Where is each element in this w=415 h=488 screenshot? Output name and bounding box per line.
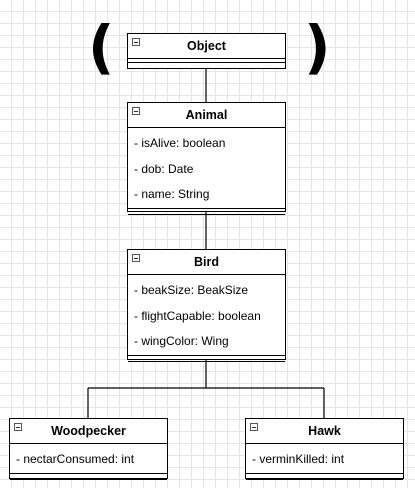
class-hawk-methods-divider bbox=[246, 472, 403, 480]
class-bird-methods-divider bbox=[128, 354, 285, 362]
class-woodpecker-attributes: - nectarConsumed: int bbox=[10, 447, 167, 473]
class-animal-name: Animal bbox=[185, 108, 228, 122]
left-parenthesis: ( bbox=[88, 13, 115, 81]
attribute[interactable]: - name: String bbox=[134, 187, 210, 201]
class-animal-header[interactable]: Animal bbox=[128, 103, 285, 128]
class-bird-attributes: - beakSize: BeakSize - flightCapable: bo… bbox=[128, 278, 285, 355]
collapse-icon[interactable] bbox=[132, 107, 140, 115]
collapse-icon[interactable] bbox=[132, 38, 140, 46]
class-animal-methods-divider bbox=[128, 207, 285, 215]
class-hawk[interactable]: Hawk - verminKilled: int bbox=[245, 418, 404, 480]
class-object-name: Object bbox=[187, 39, 226, 53]
class-bird[interactable]: Bird - beakSize: BeakSize - flightCapabl… bbox=[127, 249, 286, 362]
class-woodpecker-name: Woodpecker bbox=[51, 424, 126, 438]
class-object[interactable]: Object bbox=[127, 33, 286, 69]
class-animal[interactable]: Animal - isAlive: boolean - dob: Date - … bbox=[127, 102, 286, 215]
collapse-icon[interactable] bbox=[14, 423, 22, 431]
class-bird-name: Bird bbox=[194, 255, 219, 269]
collapse-icon[interactable] bbox=[250, 423, 258, 431]
class-hawk-header[interactable]: Hawk bbox=[246, 419, 403, 444]
class-woodpecker[interactable]: Woodpecker - nectarConsumed: int bbox=[9, 418, 168, 480]
attribute[interactable]: - beakSize: BeakSize bbox=[134, 283, 249, 297]
class-object-methods-divider bbox=[128, 62, 285, 69]
class-woodpecker-header[interactable]: Woodpecker bbox=[10, 419, 167, 444]
right-parenthesis: ) bbox=[304, 13, 331, 81]
attribute[interactable]: - wingColor: Wing bbox=[134, 334, 229, 348]
class-hawk-name: Hawk bbox=[308, 424, 341, 438]
class-animal-attributes: - isAlive: boolean - dob: Date - name: S… bbox=[128, 131, 285, 208]
attribute[interactable]: - isAlive: boolean bbox=[134, 136, 226, 150]
attribute[interactable]: - verminKilled: int bbox=[252, 452, 345, 466]
class-object-header[interactable]: Object bbox=[128, 34, 285, 59]
class-woodpecker-methods-divider bbox=[10, 472, 167, 480]
attribute[interactable]: - nectarConsumed: int bbox=[16, 452, 135, 466]
attribute[interactable]: - dob: Date bbox=[134, 161, 194, 176]
attribute[interactable]: - flightCapable: boolean bbox=[134, 308, 261, 323]
class-hawk-attributes: - verminKilled: int bbox=[246, 447, 403, 473]
collapse-icon[interactable] bbox=[132, 254, 140, 262]
class-bird-header[interactable]: Bird bbox=[128, 250, 285, 275]
